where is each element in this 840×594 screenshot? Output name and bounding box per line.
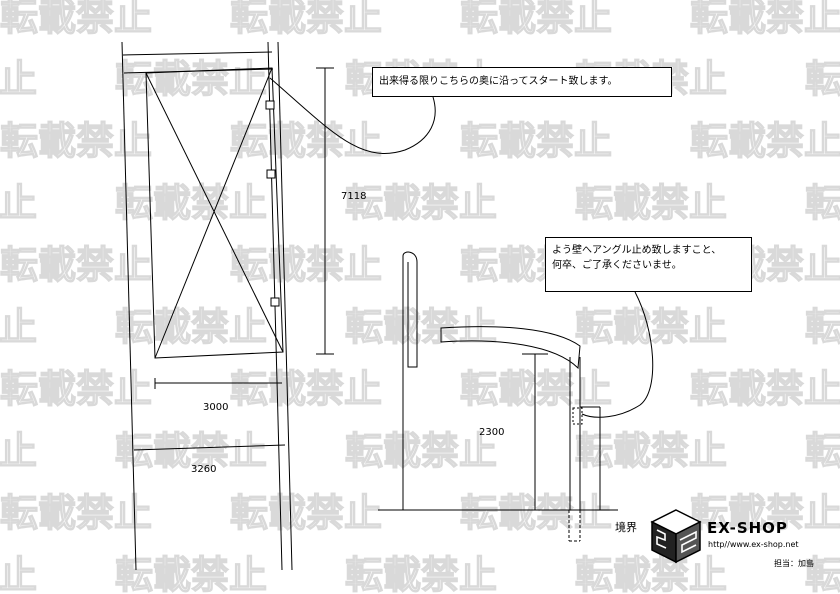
watermark-text: 転載禁止: [0, 0, 152, 39]
watermark-text: 転載禁止: [0, 491, 152, 535]
watermark-text: 転載禁止: [0, 57, 37, 101]
watermark-text: 転載禁止: [345, 553, 497, 594]
watermark-text: 転載禁止: [0, 119, 152, 163]
wall-note-line-2: 何卒、ご了承くださいませ。: [552, 260, 682, 271]
watermark-text: 転載禁止: [115, 305, 267, 349]
watermark-text: 転載禁止: [115, 57, 267, 101]
plan-width-outer-label: 3260: [191, 464, 217, 475]
watermark-text: 転載禁止: [230, 0, 382, 39]
staff-label: 担当：加島: [774, 559, 814, 568]
post-marker-2: [266, 169, 276, 179]
watermark-text: 転載禁止: [805, 57, 840, 101]
plan-height-label: 7118: [341, 191, 367, 202]
watermark-text: 転載禁止: [805, 305, 840, 349]
watermark-text: 転載禁止: [0, 553, 37, 594]
watermark-text: 転載禁止: [0, 181, 37, 225]
watermark-text: 転載禁止: [460, 0, 612, 39]
brand-url: http//www.ex-shop.net: [708, 540, 799, 549]
watermark-text: 転載禁止: [575, 305, 727, 349]
watermark-text: 転載禁止: [805, 429, 840, 473]
diagonal-a: [145, 72, 284, 353]
watermark-text: 転載禁止: [575, 181, 727, 225]
wall-note-line-1: よう壁へアングル止め致しますこと、: [552, 245, 722, 256]
roof-profile: [440, 326, 581, 370]
boundary-label: 境界: [615, 521, 637, 534]
wall-note-leader: [581, 291, 654, 418]
plan-width-inner-label: 3000: [203, 402, 229, 413]
left-boundary-line: [121, 41, 137, 571]
watermark-text: 転載禁止: [690, 119, 840, 163]
start-note-callout: 出来得る限りこちらの奥に沿ってスタート致します。: [372, 67, 672, 97]
watermark-text: 転載禁止: [0, 429, 37, 473]
watermark-text: 転載禁止: [690, 491, 840, 535]
watermark-text: 転載禁止: [460, 491, 612, 535]
start-note-text: 出来得る限りこちらの奥に沿ってスタート致します。: [379, 76, 618, 87]
watermark-text: 転載禁止: [0, 367, 152, 411]
wall-cap: [402, 251, 418, 368]
watermark-text: 転載禁止: [230, 367, 382, 411]
watermark-text: 転載禁止: [690, 0, 840, 39]
watermark-text: 転載禁止: [115, 181, 267, 225]
watermark-text: 転載禁止: [115, 553, 267, 594]
wall-note-callout: よう壁へアングル止め致しますこと、 何卒、ご了承くださいませ。: [545, 237, 752, 292]
watermark-text: 転載禁止: [805, 553, 840, 594]
watermark-text: 転載禁止: [230, 119, 382, 163]
diagonal-b: [154, 67, 273, 359]
watermark-text: 転載禁止: [230, 243, 382, 287]
watermark-text: 転載禁止: [345, 429, 497, 473]
watermark-text: 転載禁止: [115, 429, 267, 473]
post-marker-1: [265, 100, 275, 110]
wall-outer-line: [277, 41, 293, 571]
watermark-text: 転載禁止: [690, 367, 840, 411]
angle-bracket: [572, 407, 583, 425]
watermark-text: 転載禁止: [345, 181, 497, 225]
post-marker-3: [270, 297, 280, 307]
top-beam-line-1: [122, 51, 273, 56]
watermark-text: 転載禁止: [230, 491, 382, 535]
watermark-text: 転載禁止: [805, 181, 840, 225]
watermark-text: 転載禁止: [575, 553, 727, 594]
watermark-text: 転載禁止: [460, 119, 612, 163]
elevation-height-label: 2300: [479, 427, 505, 438]
start-note-leader: [269, 77, 436, 154]
watermark-text: 転載禁止: [460, 367, 612, 411]
watermark-text: 転載禁止: [0, 305, 37, 349]
watermark-text: 転載禁止: [0, 243, 152, 287]
width-dimension-line-outer: [133, 444, 286, 451]
brand-logo-text: EX-SHOP: [707, 519, 788, 537]
